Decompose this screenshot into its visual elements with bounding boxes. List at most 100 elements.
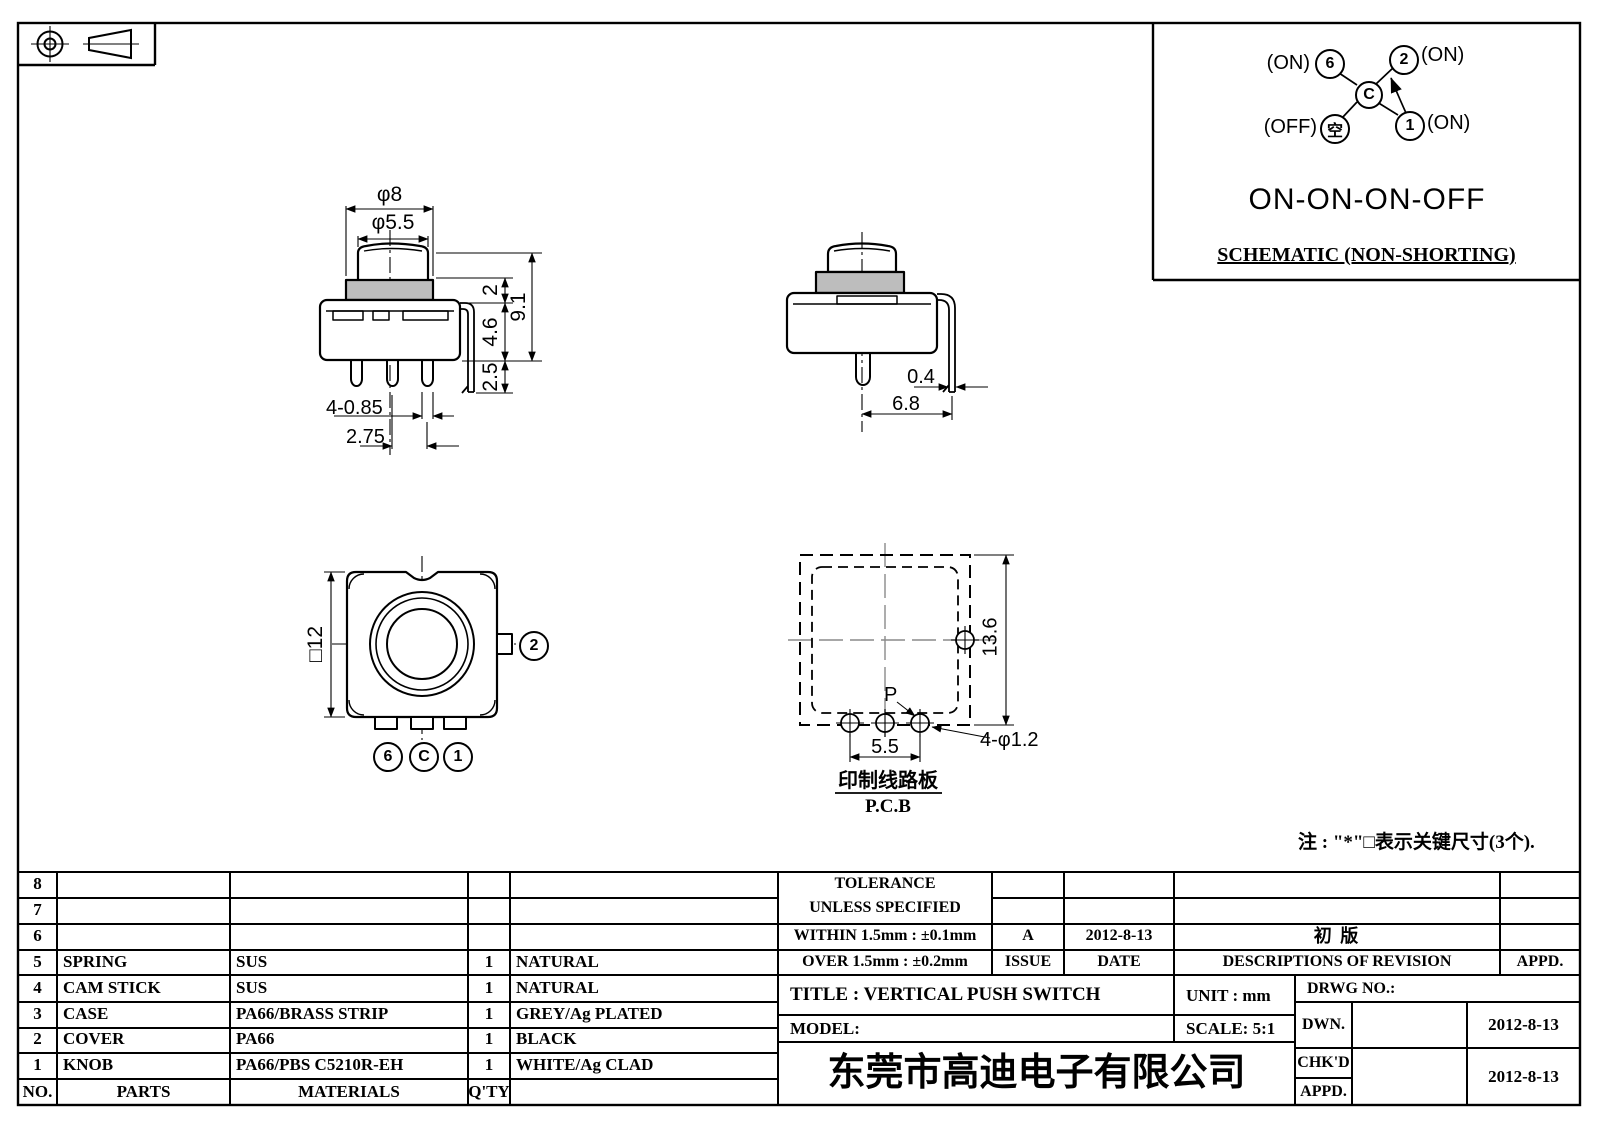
pcb-caption-en: P.C.B <box>865 796 911 817</box>
revision-appd-header: APPD. <box>1516 953 1564 970</box>
part-qty: 1 <box>484 1055 494 1074</box>
part-qty: 1 <box>484 978 494 997</box>
part-material: SUS <box>236 978 268 997</box>
part-material: SUS <box>236 952 268 971</box>
dim-square-size: □12 <box>303 625 327 663</box>
dim-pcb-height: 13.6 <box>979 617 1002 657</box>
revision-date-value: 2012-8-13 <box>1085 927 1153 944</box>
model-label: MODEL: <box>790 1019 860 1038</box>
appd-label: APPD. <box>1300 1083 1347 1100</box>
schematic-linework <box>1151 23 1580 282</box>
dim-dia-knob: φ5.5 <box>371 211 415 234</box>
revision-date-header: DATE <box>1097 953 1141 970</box>
dim-dia-outer: φ8 <box>376 183 403 206</box>
parts-header-no: NO. <box>22 1082 53 1101</box>
terminal-off-circle: 空 <box>1320 114 1350 144</box>
part-no: 5 <box>33 952 42 971</box>
part-color: GREY/Ag PLATED <box>516 1004 663 1023</box>
drawing-title: TITLE : VERTICAL PUSH SWITCH <box>790 984 1101 1005</box>
tolerance-subtitle: UNLESS SPECIFIED <box>809 899 961 916</box>
part-color: NATURAL <box>516 978 599 997</box>
front-view-linework <box>318 230 475 455</box>
part-no: 4 <box>33 978 42 997</box>
top-view-linework <box>332 556 516 740</box>
terminal-common-circle: C <box>1355 81 1383 109</box>
company-name: 东莞市高迪电子有限公司 <box>827 1051 1246 1094</box>
dwn-label: DWN. <box>1301 1016 1346 1033</box>
terminal-2-marker: 2 <box>519 631 549 661</box>
part-qty: 1 <box>484 1004 494 1023</box>
dim-body-height: 4.6 <box>478 317 502 347</box>
key-dimension-note: 注 : "*"□表示关键尺寸(3个). <box>1298 832 1535 853</box>
dim-pin-pitch: 2.75 <box>346 426 385 448</box>
part-material: PA66/PBS C5210R-EH <box>236 1055 404 1074</box>
scale-field: SCALE: 5:1 <box>1186 1019 1276 1038</box>
part-name: COVER <box>63 1029 125 1048</box>
terminal-off-state: (OFF) <box>1263 116 1317 138</box>
terminal-1-circle: 1 <box>1395 111 1425 141</box>
dim-wire-dia: 0.4 <box>907 366 935 388</box>
side-view-linework <box>785 232 956 432</box>
part-no: 1 <box>33 1055 42 1074</box>
terminal-6-marker: 6 <box>373 742 403 772</box>
revision-issue-header: ISSUE <box>1004 953 1052 970</box>
title-block-grid <box>778 872 1580 1105</box>
part-name: SPRING <box>63 952 128 971</box>
projection-symbol <box>18 23 157 67</box>
part-color: BLACK <box>516 1029 577 1048</box>
part-color: WHITE/Ag CLAD <box>516 1055 654 1074</box>
tolerance-over: OVER 1.5mm : ±0.2mm <box>802 953 968 970</box>
sheet-frame <box>16 21 1582 1107</box>
parts-table-grid <box>18 871 1580 1105</box>
chkd-label: CHK'D <box>1297 1054 1350 1071</box>
dwn-date: 2012-8-13 <box>1488 1015 1559 1034</box>
part-material: PA66 <box>236 1029 275 1048</box>
dim-hole-size: 4-φ1.2 <box>980 729 1039 751</box>
part-material: PA66/BRASS STRIP <box>236 1004 389 1023</box>
parts-header-parts: PARTS <box>116 1082 171 1101</box>
part-no: 2 <box>33 1029 42 1048</box>
top-view-dimensions <box>324 571 345 718</box>
parts-header-materials: MATERIALS <box>298 1082 400 1101</box>
dim-hole-pitch: 5.5 <box>871 736 899 758</box>
drwg-no-label: DRWG NO.: <box>1307 980 1396 997</box>
part-no: 8 <box>33 874 42 893</box>
part-name: CAM STICK <box>63 978 161 997</box>
pcb-view-linework <box>788 543 996 737</box>
part-color: NATURAL <box>516 952 599 971</box>
terminal-1-state: (ON) <box>1427 112 1471 134</box>
terminal-6-circle: 6 <box>1315 49 1345 79</box>
dim-pin-size: 4-0.85 <box>326 397 383 419</box>
schematic-caption: SCHEMATIC (NON-SHORTING) <box>1217 244 1516 266</box>
terminal-2-circle: 2 <box>1389 45 1419 75</box>
dim-wire-offset: 6.8 <box>892 393 920 415</box>
part-no: 7 <box>33 900 42 919</box>
chkd-date: 2012-8-13 <box>1488 1067 1559 1086</box>
tolerance-title: TOLERANCE <box>834 875 936 892</box>
part-qty: 1 <box>484 952 494 971</box>
terminal-1-marker: 1 <box>443 742 473 772</box>
dim-step-height: 2 <box>478 284 502 296</box>
terminal-6-state: (ON) <box>1266 52 1310 74</box>
terminal-2-state: (ON) <box>1421 44 1465 66</box>
tolerance-within: WITHIN 1.5mm : ±0.1mm <box>793 927 977 944</box>
front-view-dimensions <box>334 205 542 450</box>
revision-description-header: DESCRIPTIONS OF REVISION <box>1222 953 1452 970</box>
switch-function-label: ON-ON-ON-OFF <box>1248 183 1486 216</box>
terminal-c-marker: C <box>409 742 439 772</box>
part-name: KNOB <box>63 1055 114 1074</box>
part-qty: 1 <box>484 1029 494 1048</box>
dim-pin-clearance: 2.5 <box>478 362 502 392</box>
part-no: 6 <box>33 926 42 945</box>
label-point-p: P <box>884 684 898 706</box>
dim-total-height: 9.1 <box>506 292 530 322</box>
revision-description-value: 初 版 <box>1313 926 1361 946</box>
pcb-view-dimensions <box>835 554 1014 794</box>
part-name: CASE <box>63 1004 109 1023</box>
unit-field: UNIT : mm <box>1186 986 1271 1005</box>
parts-header-qty: Q'TY <box>468 1082 510 1101</box>
revision-issue-value: A <box>1022 927 1034 944</box>
side-view-dimensions <box>861 383 988 420</box>
